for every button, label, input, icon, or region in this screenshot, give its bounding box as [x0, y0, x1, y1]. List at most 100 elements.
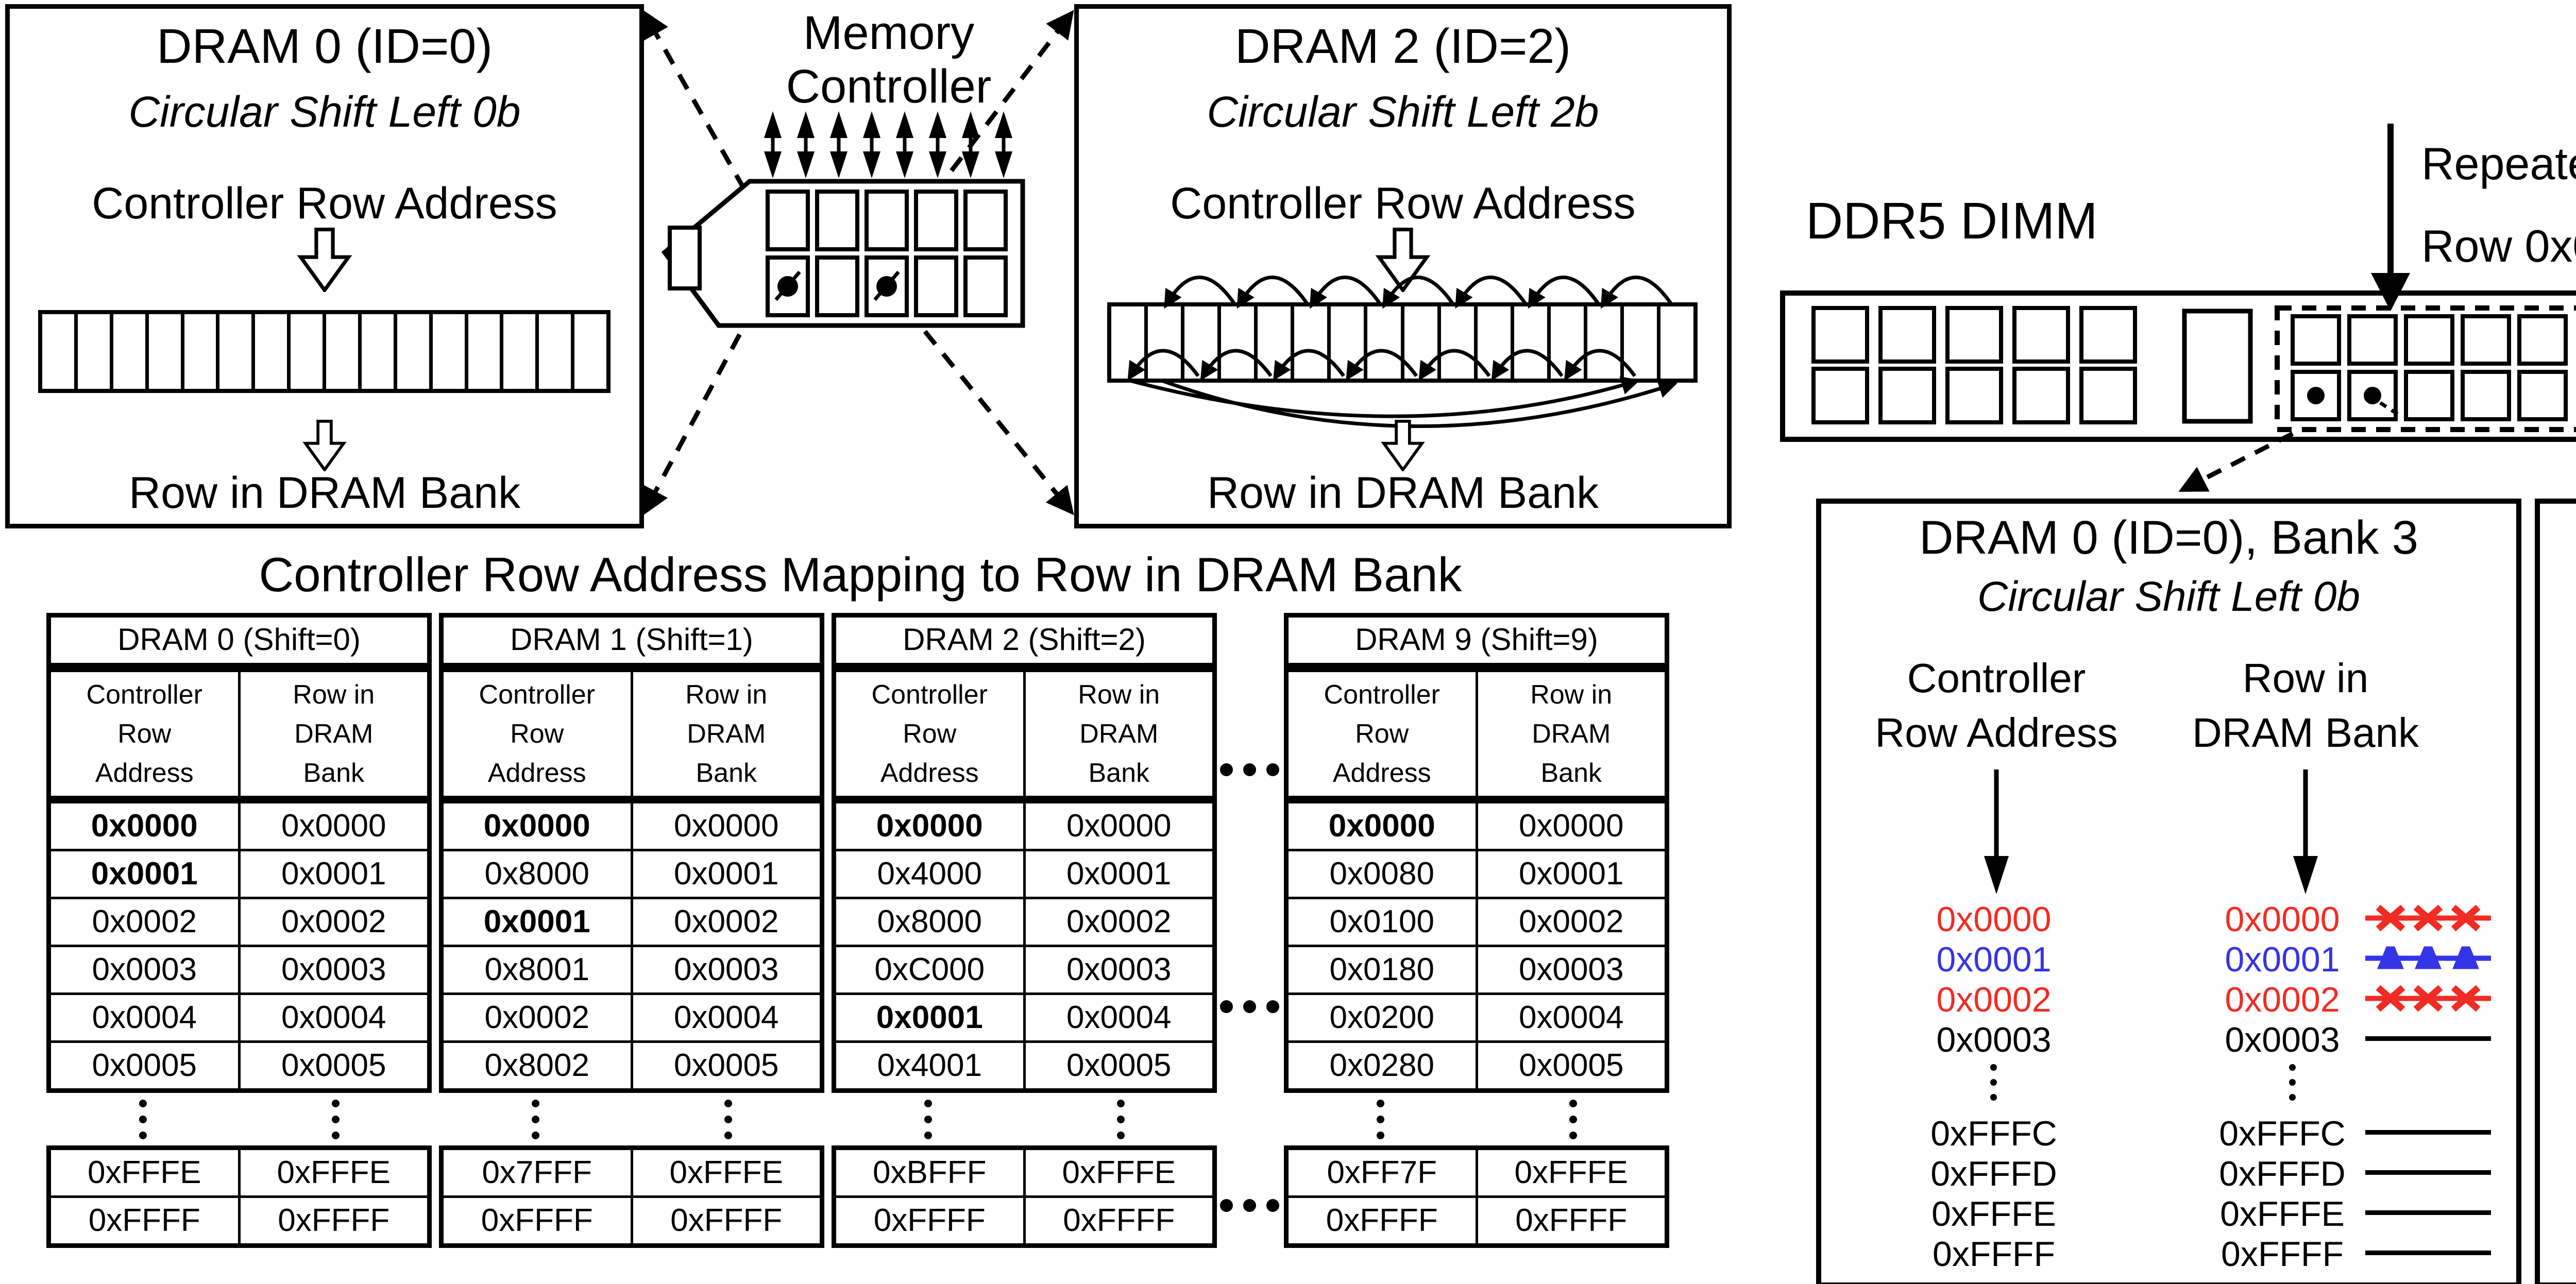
shift-arc	[1491, 349, 1564, 381]
table-title: DRAM 2 (Shift=2)	[832, 613, 1217, 667]
bit-cell	[468, 314, 504, 389]
row-in-dram-bank-value: 0xFFFE	[2220, 1194, 2345, 1234]
controller-row-address-cell: 0x0280	[1329, 1048, 1434, 1083]
shift-arc	[1418, 349, 1491, 381]
dram0-title: DRAM 0 (ID=0)	[157, 19, 493, 74]
shift-arc	[1127, 376, 1640, 418]
bit-cell	[255, 314, 291, 389]
controller-row-address-cell: 0x8001	[484, 952, 589, 987]
table-tail: 0x7FFF 0xFFFE 0xFFFF 0xFFFF	[439, 1145, 824, 1248]
bit-cell	[1514, 306, 1551, 379]
bank-row: 0xFFFF 0xFFFF	[2540, 1234, 2576, 1274]
bank-row: 0xFFFE 0xFFFD	[2540, 1154, 2576, 1194]
bit-cell	[149, 314, 184, 389]
bit-cell	[326, 314, 362, 389]
table-title: DRAM 1 (Shift=1)	[439, 613, 824, 667]
controller-row-address-cell: 0x0002	[484, 1000, 589, 1035]
bit-cell	[42, 314, 78, 389]
bit-cell	[574, 314, 606, 389]
table-row: 0x4001 0x0005	[836, 1040, 1212, 1088]
vertical-ellipsis	[531, 1099, 539, 1139]
shift-arc	[1127, 349, 1200, 381]
bit-cell	[1258, 306, 1295, 379]
table-tail: 0xBFFF 0xFFFE 0xFFFF 0xFFFF	[832, 1145, 1217, 1248]
bank-row: 0xFFFC 0xFFFC	[1821, 1114, 2516, 1154]
horizontal-ellipsis	[1220, 1199, 1279, 1212]
bank-subtitle: Circular Shift Left 0b	[1977, 573, 2360, 620]
table-row: 0x0000 0x0000	[1289, 801, 1665, 849]
bank-rows: 0x0000 0x0000 0x0001 0x0001 0x0002 0x000…	[1821, 899, 2516, 1274]
aggressor-marker-icon	[2365, 946, 2491, 969]
controller-row-address-cell: 0x0080	[1329, 856, 1434, 892]
controller-row-address-cell: 0x4000	[877, 856, 982, 892]
row-in-dram-bank-cell: 0x0004	[630, 995, 820, 1040]
controller-row-address-value: 0x8001	[2555, 1020, 2576, 1060]
row-in-dram-bank-cell: 0x0005	[238, 1043, 428, 1088]
dram0-bit-strip	[38, 310, 611, 393]
controller-row-address-cell: 0x8000	[877, 904, 982, 939]
bit-cell	[113, 314, 149, 389]
row-in-dram-bank-value: 0x0001	[2225, 940, 2340, 979]
table-ellipsis	[832, 1093, 1217, 1145]
controller-row-address-cell: 0x8002	[484, 1048, 589, 1083]
controller-row-address-cell: 0x8000	[484, 856, 589, 892]
controller-row-address-cell: 0x0001	[483, 904, 590, 939]
shift-arc	[1236, 276, 1309, 309]
dram0-subtitle: Circular Shift Left 0b	[128, 88, 521, 136]
row-in-dram-bank-value: 0xFFFD	[2219, 1154, 2346, 1193]
row-in-dram-bank-cell: 0xFFFE	[630, 1150, 820, 1195]
repeated-activates-note: Repeated Activates to Row 0x0001 in Bank…	[2421, 138, 2576, 271]
row-in-dram-bank-cell: 0x0005	[1023, 1043, 1213, 1088]
controller-row-address-value: 0x0003	[1936, 1020, 2052, 1059]
row-in-dram-bank-cell: 0xFFFF	[630, 1198, 820, 1243]
bank-box-dram0: DRAM 0 (ID=0), Bank 3 Circular Shift Lef…	[1816, 499, 2521, 1284]
ddr5-chip-dots	[2307, 387, 2402, 418]
table-row: 0x0004 0x0004	[51, 992, 427, 1040]
controller-row-address-cell: 0x0200	[1329, 1000, 1434, 1035]
table-tail: 0xFF7F 0xFFFE 0xFFFF 0xFFFF	[1284, 1145, 1669, 1248]
bank-row: 0x8001 0x0003	[2540, 1020, 2576, 1060]
row-in-dram-bank-value: 0xFFFC	[2219, 1114, 2346, 1153]
controller-row-address-value: 0xFFFD	[1930, 1154, 2057, 1193]
controller-row-address-value: 0x0001	[2555, 980, 2576, 1020]
row-in-dram-bank-cell: 0x0001	[238, 851, 428, 897]
shift-arc	[1164, 276, 1236, 309]
controller-row-address-cell: 0xFFFF	[1326, 1203, 1438, 1238]
controller-row-address-value: 0xFFFF	[1933, 1235, 2055, 1274]
bit-cell	[433, 314, 468, 389]
normal-marker-icon	[2365, 1130, 2491, 1135]
dram2-panel: DRAM 2 (ID=2) Circular Shift Left 2b Con…	[1074, 4, 1732, 528]
table-row: 0xC000 0x0003	[836, 945, 1212, 992]
dram0-bottom-label: Row in DRAM Bank	[129, 468, 520, 518]
table-row: 0x0080 0x0001	[1289, 849, 1665, 897]
row-in-dram-bank-cell: 0x0001	[1475, 851, 1665, 897]
controller-row-address-cell: 0x0003	[92, 952, 197, 987]
bank-row: 0x8000 0x0001	[2540, 939, 2576, 980]
bank-row: 0x0000 0x0000	[2540, 899, 2576, 939]
bank-row: 0x0000 0x0000	[1821, 899, 2516, 939]
shift-arc	[1600, 276, 1673, 309]
controller-row-address-cell: 0x0001	[876, 1000, 983, 1035]
shift-arc	[1161, 379, 1678, 429]
row-in-dram-bank-cell: 0xFFFF	[238, 1198, 428, 1243]
bank-row: 0xFFFE 0xFFFE	[1821, 1194, 2516, 1234]
bank-row: 0x0001 0x0002	[2540, 980, 2576, 1020]
down-block-arrow-icon	[1381, 420, 1425, 471]
bit-cell	[1624, 306, 1660, 379]
bit-cell	[1148, 306, 1185, 379]
bank-ellipsis	[1821, 1060, 2516, 1114]
column-arrows	[2540, 767, 2576, 897]
bit-cell	[78, 314, 113, 389]
row-in-dram-bank-value: 0xFFFF	[2221, 1235, 2344, 1274]
bit-cell	[1294, 306, 1331, 379]
controller-row-address-cell: 0x0002	[92, 904, 197, 939]
horizontal-ellipsis	[1220, 1000, 1279, 1013]
controller-row-address-cell: 0xC000	[874, 952, 985, 987]
